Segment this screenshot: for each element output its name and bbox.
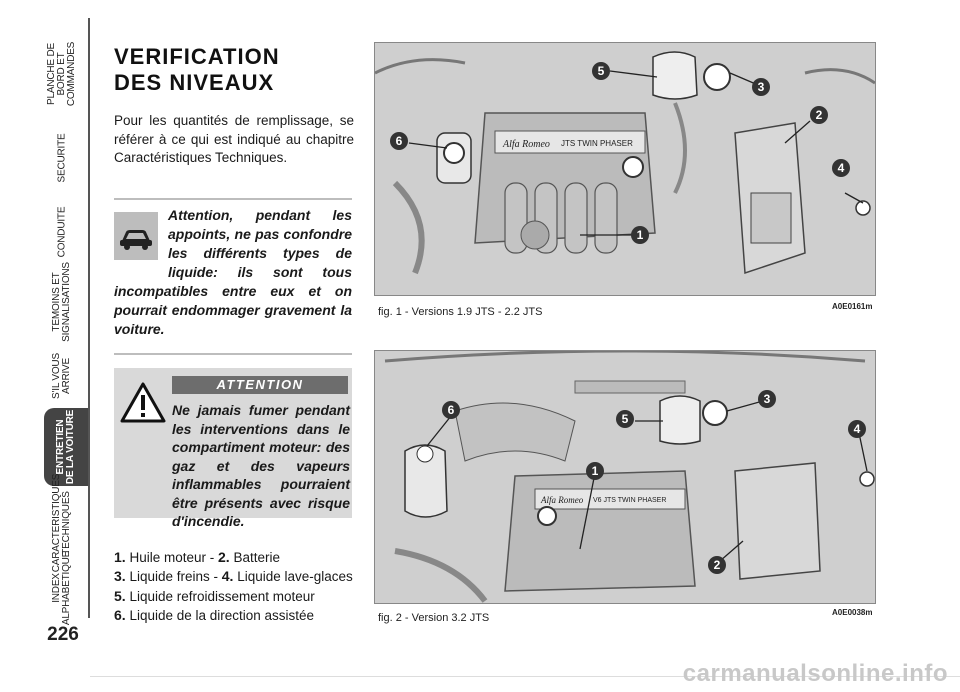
tab-entretien-active[interactable]: ENTRETIEN DE LA VOITURE <box>44 408 88 486</box>
legend-line: 1. Huile moteur - 2. Batterie <box>114 549 280 565</box>
tab-planche-de-bord[interactable]: PLANCHE DE BORD ET COMMANDES <box>46 41 78 107</box>
callout-1: 1 <box>592 464 599 478</box>
engine-model-label-2: V6 JTS TWIN PHASER <box>593 497 666 504</box>
car-icon <box>114 212 158 260</box>
callout-6: 6 <box>448 403 455 417</box>
tab-temoins[interactable]: TEMOINS ET SIGNALISATIONS <box>51 262 72 342</box>
figure-2-caption: fig. 2 - Version 3.2 JTS <box>378 612 490 624</box>
danger-note: ATTENTION Ne jamais fumer pendant les in… <box>114 368 352 529</box>
engine-model-label: JTS TWIN PHASER <box>561 139 633 148</box>
legend-line: 3. Liquide freins - 4. Liquide lave-glac… <box>114 568 353 585</box>
engine-brand-label-2: Alfa Romeo <box>540 495 584 505</box>
callout-4: 4 <box>838 161 845 175</box>
figure-legend: 1. Huile moteur - 2. Batterie 3. Liquide… <box>114 548 353 625</box>
engine-illustration-2: Alfa Romeo V6 JTS TWIN PHASER 1 2 3 4 5 … <box>374 350 876 604</box>
callout-1: 1 <box>637 228 644 242</box>
footer-rule <box>90 676 960 677</box>
tab-securite[interactable]: SECURITE <box>56 133 67 183</box>
tab-sil-vous-arrive[interactable]: S'IL VOUS ARRIVE <box>51 353 72 399</box>
attention-badge: ATTENTION <box>172 376 348 394</box>
engine-illustration-1: Alfa Romeo JTS TWIN PHASER <box>374 42 876 296</box>
callout-6: 6 <box>396 134 403 148</box>
callout-3: 3 <box>758 80 765 94</box>
page-number: 226 <box>47 624 79 645</box>
tab-conduite[interactable]: CONDUITE <box>56 206 67 258</box>
engine-brand-label: Alfa Romeo <box>502 139 550 150</box>
callout-2: 2 <box>816 108 823 122</box>
title-line-1: VERIFICATION <box>114 44 280 69</box>
section-divider-2 <box>114 353 352 355</box>
tab-index[interactable]: INDEX ALPHABETIQUE <box>51 550 73 626</box>
danger-text: Ne jamais fumer pendant les intervention… <box>116 401 350 531</box>
caution-note: Attention, pendant les appoints, ne pas … <box>114 206 352 339</box>
warning-triangle-icon <box>118 378 168 426</box>
caution-text: Attention, pendant les appoints, ne pas … <box>114 207 352 337</box>
title-line-2: DES NIVEAUX <box>114 70 275 95</box>
intro-paragraph: Pour les quantités de remplissage, se ré… <box>114 113 354 165</box>
legend-line: 6. Liquide de la direction assistée <box>114 606 315 623</box>
section-divider <box>114 198 352 200</box>
legend-line: 5. Liquide refroidissement moteur <box>114 587 315 604</box>
callout-4: 4 <box>854 422 861 436</box>
sidebar-rule <box>88 18 90 618</box>
figure-2-code: A0E0038m <box>832 608 873 617</box>
chapter-sidebar: PLANCHE DE BORD ET COMMANDES SECURITE CO… <box>0 0 100 692</box>
callout-2: 2 <box>714 558 721 572</box>
callout-3: 3 <box>764 392 771 406</box>
watermark: carmanualsonline.info <box>682 660 948 687</box>
callout-5: 5 <box>598 64 605 78</box>
danger-text-body: Ne jamais fumer pendant les intervention… <box>172 402 350 529</box>
callout-5: 5 <box>622 412 629 426</box>
figure-1-caption: fig. 1 - Versions 1.9 JTS - 2.2 JTS <box>378 306 543 318</box>
figure-1-code: A0E0161m <box>832 302 873 311</box>
page-title: VERIFICATION DES NIVEAUX <box>114 44 280 96</box>
